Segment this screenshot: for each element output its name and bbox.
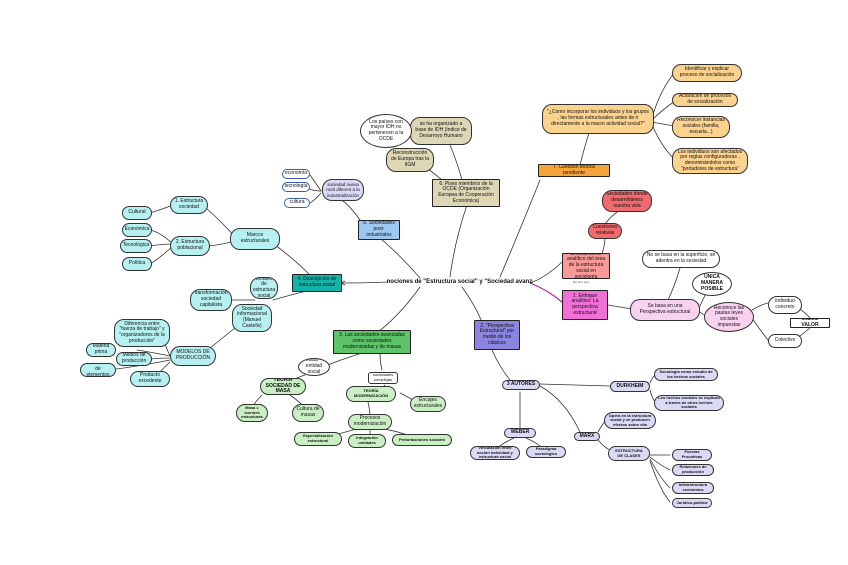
node-7-individuos[interactable]: Los individuos son afectados por reglas …: [672, 148, 748, 174]
node-3-masa-inerme[interactable]: Masa = inermes estructuras: [236, 404, 268, 422]
node-3-sociedades[interactable]: 3. Las sociedades avanzadas como socieda…: [333, 330, 411, 354]
node-1-se-basa-text: Se basa en una Perspectiva estructural: [639, 303, 691, 315]
node-1-enfoque[interactable]: 1. Enfoque analítico: La perspectiva est…: [562, 290, 608, 320]
node-1-no-se-basa[interactable]: No se basa en la superficie, se adentra …: [642, 250, 720, 268]
node-7-reconocer[interactable]: Reconocer instancias sociales (familia, …: [672, 116, 730, 138]
link-center-1: [529, 282, 563, 303]
node-4-combinacion[interactable]: Combinación de elementos: [80, 363, 116, 377]
node-4-transformacion[interactable]: transformación sociedad capitalista: [190, 289, 232, 311]
node-5-cultura[interactable]: cultura: [284, 198, 310, 208]
node-3-masa[interactable]: Masa = entidad social: [298, 358, 330, 376]
node-sociedades-vida[interactable]: Sociedades donde desarrollamos nuestra v…: [602, 190, 652, 212]
node-2-wb1[interactable]: Vinculación entre acción individual y es…: [470, 446, 520, 460]
node-4-modelos-produccion[interactable]: MODELOS DE PRODUCCIÓN: [170, 346, 216, 366]
node-7-pregunta[interactable]: "¿Como incorporar los individuos y los g…: [542, 104, 654, 134]
node-4-descripcion[interactable]: 4. Descripción de estructura social: [292, 274, 342, 292]
node-6-idh[interactable]: se ha organizado a base de IDH (índice d…: [410, 117, 472, 145]
node-3-teoria-masa[interactable]: TEORÍA SOCIEDAD DE MASA: [260, 378, 306, 395]
node-2-marx[interactable]: MARX: [574, 432, 600, 441]
node-3-perturbaciones[interactable]: Perturbaciones sociales: [392, 434, 452, 446]
node-3-cultura[interactable]: Cultura de masas: [292, 404, 324, 422]
node-4-diferencia[interactable]: Diferencia entre "fuerza de trabajo" y "…: [114, 319, 170, 347]
node-1-reconoce[interactable]: Reconoce las pautas leyes sociales impue…: [704, 302, 754, 332]
node-2-mx5[interactable]: Infraestructura económica: [672, 482, 714, 494]
node-4-economica[interactable]: Económica: [122, 223, 152, 237]
node-4-modelo[interactable]: Modelo de estructura social: [250, 277, 278, 299]
node-7-identificar[interactable]: Identificar y explicar proceso de social…: [672, 64, 742, 82]
node-4-materia[interactable]: Materia prima: [86, 343, 116, 357]
node-tiny-note: Escriba algo: [572, 280, 590, 285]
node-cuestiones-relativas[interactable]: Cuestiones relativas: [588, 223, 622, 239]
central-topic[interactable]: Las nociones de "Estructura social" y "S…: [387, 278, 533, 285]
node-3-encajes[interactable]: Encajes estructurales: [410, 396, 446, 412]
node-4-tecnologica[interactable]: Tecnológica: [120, 239, 152, 253]
node-5-post[interactable]: 5. Sociedades post-industriales: [358, 220, 400, 240]
node-1-colectivo[interactable]: Colectivo: [768, 334, 802, 348]
node-4-informacional[interactable]: Sociedad informacional (Manuel Castells): [232, 304, 272, 332]
node-4-politica[interactable]: Política: [122, 257, 152, 271]
node-3-integracion[interactable]: Integración unidades: [348, 434, 386, 448]
node-4-cultural[interactable]: Cultural: [122, 206, 152, 220]
node-2-dk1[interactable]: Sociología como estudio de los hechos so…: [654, 368, 718, 381]
node-1-unica[interactable]: ÚNICA MANERA POSIBLE: [692, 272, 732, 296]
node-3-sociedades-complejas: sociedades complejas: [368, 372, 398, 384]
node-5-tecnologia[interactable]: tecnología: [282, 182, 310, 192]
node-2-mx3[interactable]: Fuerzas Procutivas: [672, 449, 712, 461]
node-2-mx1[interactable]: Opera en la estructura social y se produ…: [604, 412, 656, 429]
node-5-economia[interactable]: economía: [282, 169, 310, 179]
node-7-cuestion[interactable]: 7. Cuestión teórica pendiente: [538, 164, 610, 177]
link-center-5: [379, 237, 421, 279]
node-2-mx6[interactable]: Jurídico-política: [672, 498, 712, 508]
node-2-autores[interactable]: 3 AUTORES: [502, 380, 540, 390]
node-4-producto[interactable]: Producto excedente: [130, 371, 170, 387]
link-center-4: [340, 281, 389, 284]
node-1-mismo-valor[interactable]: MISMO VALOR: [790, 318, 830, 328]
node-2-wb2[interactable]: Paradigma sociológico: [526, 446, 566, 458]
link-center-enf: [529, 261, 563, 284]
link-center-6: [449, 204, 468, 278]
node-6-menor[interactable]: Los países con mayor IDH no pertenecen a…: [360, 114, 412, 148]
node-3-especializacion[interactable]: Especialización estructural: [294, 432, 342, 446]
node-1-se-basa[interactable]: Se basa en una Perspectiva estructural: [630, 299, 700, 321]
node-2-dk2[interactable]: Los hechos sociales se explican a través…: [654, 395, 724, 411]
node-2-perspectiva[interactable]: 2. "Perspectiva Estructural" por medio d…: [474, 320, 520, 350]
link-center-7: [499, 179, 541, 278]
link-center-3: [377, 286, 421, 333]
node-4-marcos[interactable]: Marcos estructurales: [230, 228, 280, 250]
link-center-2: [461, 286, 483, 323]
node-7-aclaracion[interactable]: Aclaración de procesos de socialización: [672, 93, 738, 107]
node-6-reconstruccion[interactable]: Reconstrucción de Europa tras la IIGM: [386, 148, 434, 172]
node-enfocamiento[interactable]: Enfocamiento analítico del área de la es…: [562, 253, 610, 279]
node-6-paises[interactable]: 6. Pises miembros de la OCDE (Organizaci…: [432, 179, 500, 207]
node-2-weber[interactable]: WEBER: [504, 428, 536, 438]
node-2-mx2[interactable]: ESTRUCTURA DE CLASES: [608, 446, 650, 461]
node-2-durkheim[interactable]: DURKHEIM: [610, 381, 650, 392]
node-3-teoria-mod[interactable]: TEORÍA MODERNIZACIÓN: [346, 386, 396, 402]
node-3-procesos[interactable]: Procesos modernización: [348, 414, 392, 430]
node-4-estructura-sociedad[interactable]: 1. Estructura sociedad: [170, 196, 208, 214]
node-4-estructura-poblacional[interactable]: 2. Estructura poblacional: [170, 236, 210, 256]
node-1-individuo[interactable]: individuo concreto: [768, 296, 802, 314]
node-2-mx4[interactable]: Relaciones de producción: [672, 464, 714, 476]
node-4-medios[interactable]: Medios de producción: [116, 352, 152, 366]
node-5-nueva[interactable]: sociedad nueva mott diferent a la indust…: [322, 179, 364, 201]
